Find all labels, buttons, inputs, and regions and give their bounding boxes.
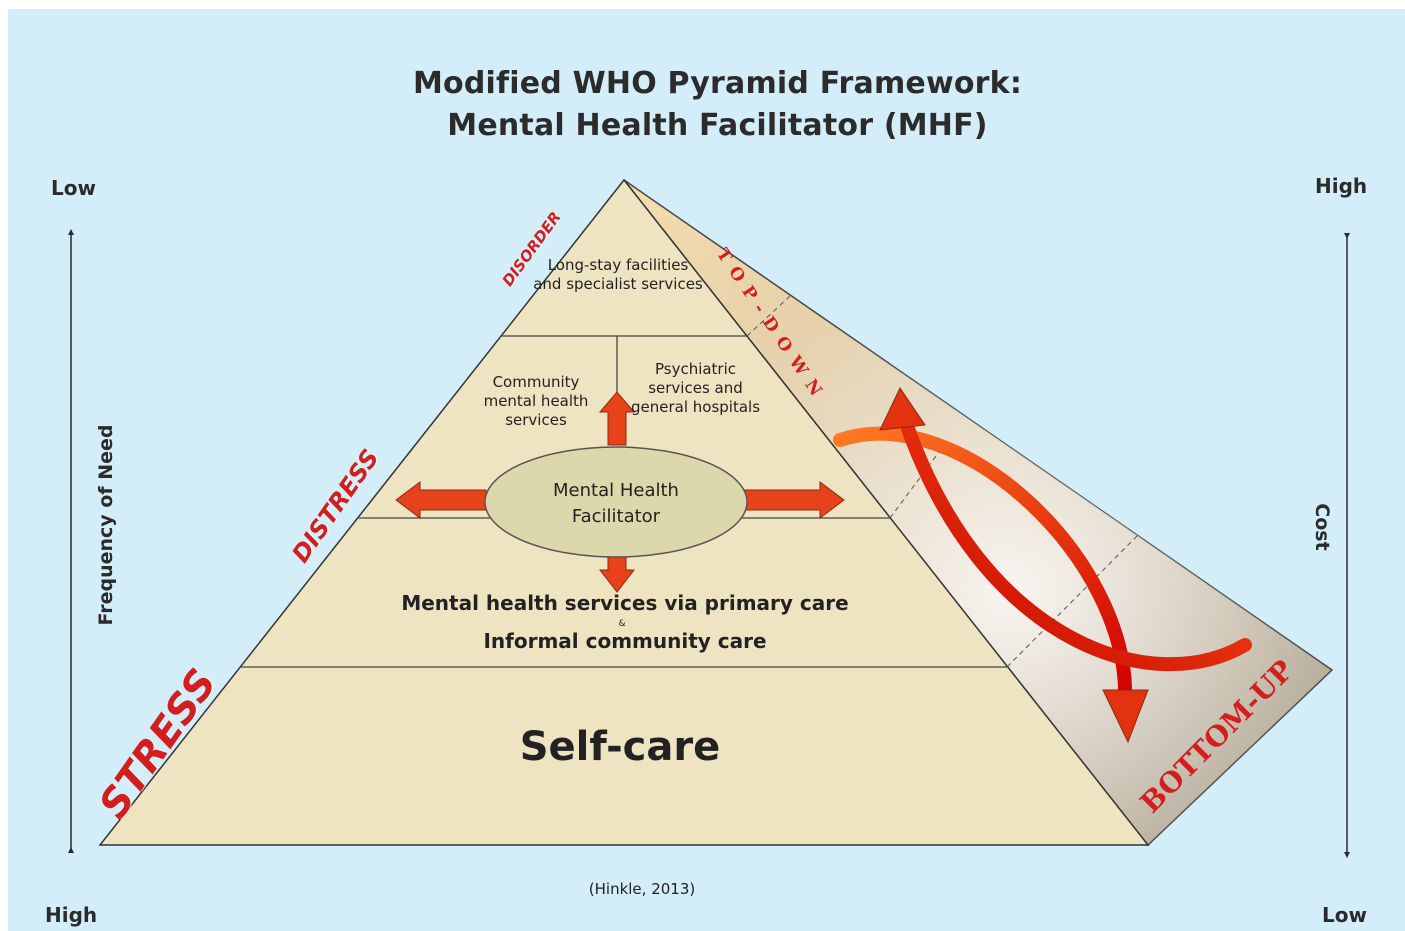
left-axis-top-label: Low: [51, 176, 96, 200]
curved-arrow-down: [833, 426, 1133, 707]
arrow-up: [598, 391, 636, 446]
cost-label: Cost: [1311, 503, 1333, 551]
level-psychiatric: Psychiatric services and general hospita…: [630, 360, 761, 416]
level-self-care: Self-care: [519, 724, 721, 770]
arrow-left: [395, 481, 487, 519]
right-axis-bottom-label: Low: [1322, 903, 1367, 927]
right-axis-top-label: High: [1315, 174, 1368, 198]
curved-arrow-up: [898, 413, 1252, 672]
frequency-of-need-label: Frequency of Need: [95, 424, 117, 626]
level-community: Community mental health services: [483, 373, 589, 429]
level-long-stay: Long-stay facilities and specialist serv…: [533, 256, 703, 293]
left-axis-bottom-label: High: [45, 903, 98, 927]
title-line-1: Modified WHO Pyramid Framework:: [412, 66, 1023, 101]
citation: (Hinkle, 2013): [588, 880, 696, 898]
level-informal-care: Informal community care: [483, 629, 767, 653]
arrow-right: [744, 481, 845, 519]
facilitator-ellipse: [484, 446, 748, 558]
level-primary-care: Mental health services via primary care: [401, 591, 849, 615]
facilitator-label: Mental Health Facilitator: [553, 480, 679, 528]
and-symbol: &: [618, 619, 626, 629]
title-line-2: Mental Health Facilitator (MHF): [447, 108, 988, 143]
